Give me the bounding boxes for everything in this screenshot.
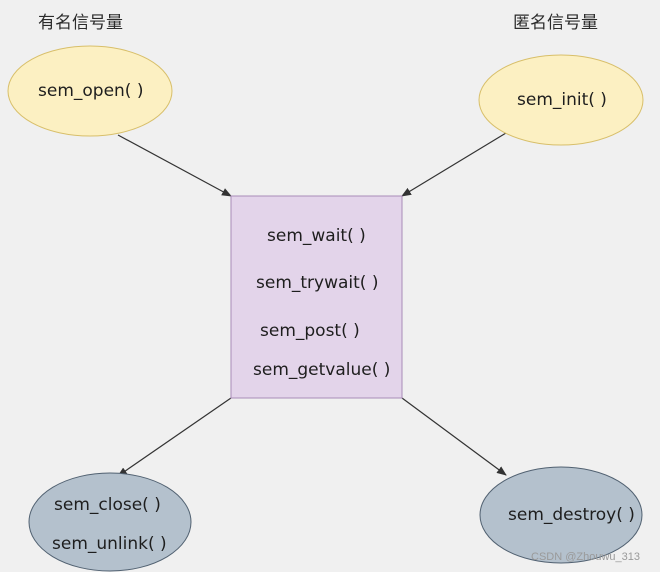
- sem-close-unlink-node: [28, 472, 192, 572]
- sem-post-label: sem_post( ): [260, 321, 360, 341]
- watermark: CSDN @Zhouwu_313: [531, 551, 640, 563]
- arrow-init-to-ops: [401, 132, 507, 197]
- sem-open-label: sem_open( ): [38, 81, 144, 101]
- sem-init-label: sem_init( ): [517, 90, 607, 110]
- sem-destroy-node: [479, 466, 643, 564]
- named-semaphore-heading: 有名信号量: [38, 13, 123, 33]
- sem-trywait-label: sem_trywait( ): [256, 273, 379, 293]
- unnamed-semaphore-heading: 匿名信号量: [513, 13, 598, 33]
- sem-getvalue-label: sem_getvalue( ): [253, 360, 391, 380]
- arrow-ops-to-destroy: [401, 397, 507, 476]
- sem-close-label: sem_close( ): [54, 495, 161, 515]
- sem-destroy-label: sem_destroy( ): [508, 505, 635, 525]
- sem-init-node: [478, 54, 644, 146]
- arrow-ops-to-close: [117, 397, 232, 477]
- arrow-open-to-ops: [117, 134, 232, 197]
- sem-unlink-label: sem_unlink( ): [52, 534, 167, 554]
- sem-open-node: [7, 45, 173, 137]
- sem-wait-label: sem_wait( ): [267, 226, 366, 246]
- operations-box: [230, 195, 403, 399]
